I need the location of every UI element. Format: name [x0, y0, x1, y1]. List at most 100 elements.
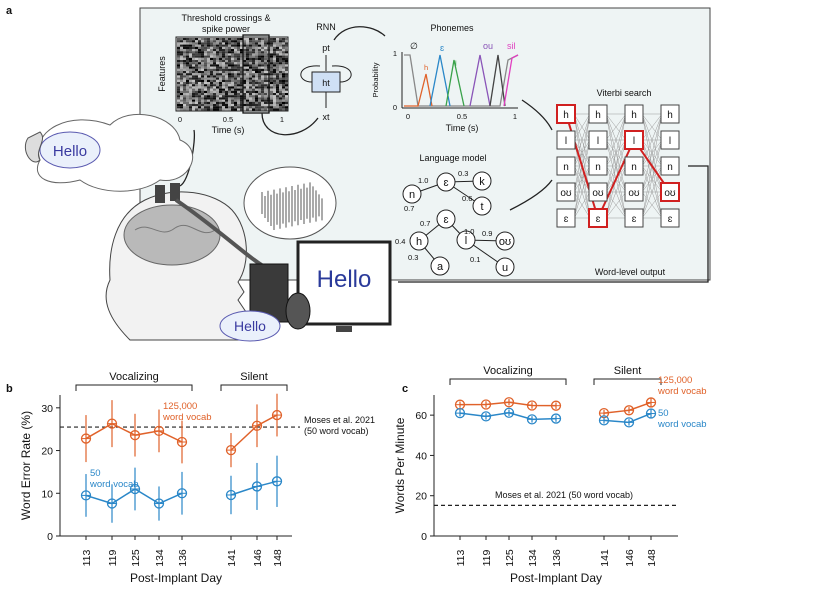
raster-pixel: [255, 108, 258, 111]
raster-pixel: [195, 82, 198, 85]
raster-pixel: [183, 66, 186, 69]
raster-pixel: [186, 53, 189, 56]
raster-pixel: [237, 42, 240, 45]
viterbi-state-box: [556, 208, 576, 228]
raster-pixel: [246, 73, 249, 76]
raster-pixel: [255, 64, 258, 67]
raster-pixel: [234, 49, 237, 52]
raster-pixel: [177, 90, 180, 93]
lm-node: [402, 184, 422, 204]
viterbi-transition: [605, 113, 627, 219]
raster-pixel: [270, 66, 273, 69]
raster-pixel: [222, 73, 225, 76]
raster-pixel: [234, 108, 237, 111]
reference-label: Moses et al. 2021 (50 word vocab): [495, 490, 633, 500]
raster-pixel: [270, 40, 273, 43]
raster-pixel: [270, 62, 273, 65]
raster-pixel: [261, 90, 264, 93]
arrow-rnn-to-phonemes: [333, 26, 386, 41]
raster-pixel: [258, 64, 261, 67]
raster-pixel: [198, 82, 201, 85]
raster-pixel: [246, 86, 249, 89]
raster-pixel: [198, 104, 201, 107]
raster-pixel: [234, 42, 237, 45]
raster-pixel: [189, 57, 192, 60]
raster-pixel: [285, 86, 288, 89]
lm-prob-label: 1.0: [464, 227, 474, 236]
raster-pixel: [246, 108, 249, 111]
raster-pixel: [210, 84, 213, 87]
raster-pixel: [201, 66, 204, 69]
raster-pixel: [201, 57, 204, 60]
raster-pixel: [216, 55, 219, 58]
raster-pixel: [213, 68, 216, 71]
raster-pixel: [249, 82, 252, 85]
raster-pixel: [186, 86, 189, 89]
raster-pixel: [264, 101, 267, 104]
raster-pixel: [261, 104, 264, 107]
raster-pixel: [192, 51, 195, 54]
raster-pixel: [264, 99, 267, 102]
raster-pixel: [231, 57, 234, 60]
raster-pixel: [246, 82, 249, 85]
raster-pixel: [216, 104, 219, 107]
raster-pixel: [240, 108, 243, 111]
raster-pixel: [210, 62, 213, 65]
raster-pixel: [228, 62, 231, 65]
viterbi-transition: [641, 139, 663, 219]
arrow-raster-to-rnn: [261, 112, 319, 136]
raster-pixel: [213, 79, 216, 82]
raster-pixel: [177, 108, 180, 111]
raster-pixel: [249, 40, 252, 43]
raster-pixel: [264, 40, 267, 43]
raster-pixel: [231, 108, 234, 111]
x-tick-label: 119: [481, 549, 493, 566]
raster-pixel: [195, 108, 198, 111]
raster-pixel: [282, 40, 285, 43]
raster-pixel: [285, 101, 288, 104]
series-line: [603, 401, 652, 414]
raster-pixel: [201, 64, 204, 67]
raster-pixel: [252, 71, 255, 74]
raster-pixel: [186, 88, 189, 91]
raster-pixel: [282, 99, 285, 102]
raster-pixel: [183, 104, 186, 107]
raster-pixel: [198, 55, 201, 58]
raster-pixel: [237, 90, 240, 93]
raster-pixel: [243, 97, 246, 100]
viterbi-state-label: l: [633, 136, 635, 147]
viterbi-state-box: [660, 156, 680, 176]
raster-pixel: [222, 77, 225, 80]
raster-pixel: [276, 42, 279, 45]
raster-pixel: [198, 62, 201, 65]
raster-pixel: [255, 73, 258, 76]
group-label: Silent: [614, 365, 642, 377]
raster-pixel: [183, 84, 186, 87]
arrow-lm-to-viterbi: [509, 179, 553, 211]
raster-pixel: [177, 95, 180, 98]
phoneme-ytick-0: 0: [393, 103, 397, 112]
raster-pixel: [270, 99, 273, 102]
raster-pixel: [192, 53, 195, 56]
raster-pixel: [219, 104, 222, 107]
raster-pixel: [201, 95, 204, 98]
raster-pixel: [180, 46, 183, 49]
raster-pixel: [240, 66, 243, 69]
raster-pixel: [195, 106, 198, 109]
raster-pixel: [255, 93, 258, 96]
raster-pixel: [225, 86, 228, 89]
viterbi-state-label: n: [667, 162, 673, 173]
raster-pixel: [222, 104, 225, 107]
raster-pixel: [222, 62, 225, 65]
raster-pixel: [204, 84, 207, 87]
raster-pixel: [258, 84, 261, 87]
raster-pixel: [249, 38, 252, 41]
raster-pixel: [276, 71, 279, 74]
raster-pixel: [195, 79, 198, 82]
raster-pixel: [231, 38, 234, 41]
raster-pixel: [228, 93, 231, 96]
raster-pixel: [249, 79, 252, 82]
raster-pixel: [276, 75, 279, 78]
